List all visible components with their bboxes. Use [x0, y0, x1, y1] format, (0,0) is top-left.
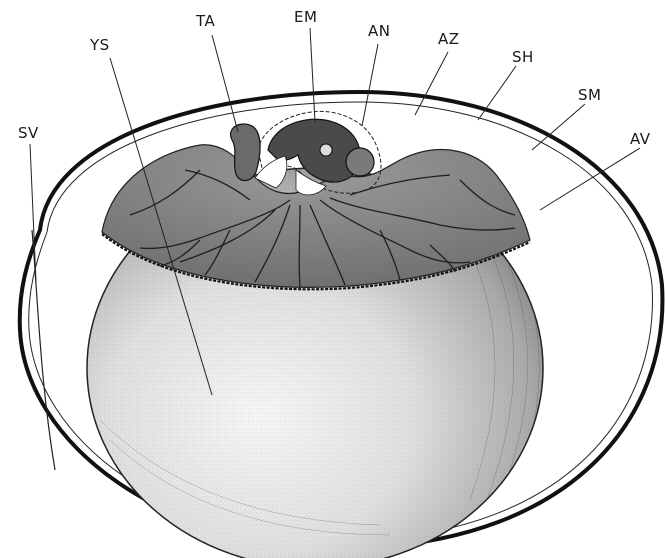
tail-fold: [231, 124, 261, 181]
label-av: AV: [630, 130, 651, 148]
embryo-eye: [320, 144, 332, 156]
label-sv: SV: [18, 124, 39, 142]
label-ys: YS: [89, 36, 110, 54]
label-em: EM: [294, 8, 317, 26]
allantois-vesicle: [346, 148, 374, 176]
label-sh: SH: [512, 48, 534, 66]
label-ta: TA: [195, 12, 215, 30]
label-an: AN: [368, 22, 390, 40]
label-sm: SM: [578, 86, 601, 104]
label-az: AZ: [438, 30, 460, 48]
